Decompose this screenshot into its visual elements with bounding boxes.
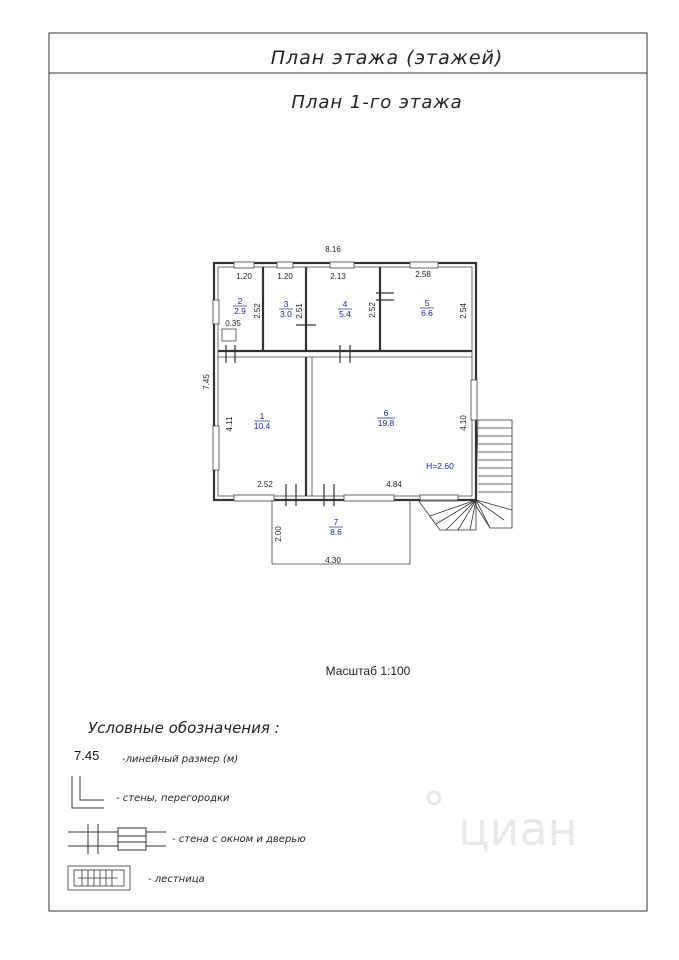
window — [409, 261, 439, 269]
dim-room4-width: 2.13 — [330, 272, 346, 281]
scale-label: Масштаб 1:100 — [326, 664, 411, 678]
window — [343, 494, 395, 502]
svg-text:19.8: 19.8 — [378, 418, 395, 428]
svg-text:7: 7 — [334, 517, 339, 527]
svg-text:циан: циан — [458, 802, 577, 856]
window — [470, 379, 478, 421]
svg-text:6.6: 6.6 — [421, 308, 433, 318]
watermark-logo: циан — [426, 790, 578, 856]
dim-room3-depth: 2.51 — [295, 303, 304, 319]
plan-title: План 1-го этажа — [291, 92, 462, 113]
svg-text:2: 2 — [238, 296, 243, 306]
legend-stairs-desc: - лестница — [148, 874, 205, 885]
window — [233, 494, 275, 502]
room-label-1: 1 10.4 — [254, 411, 271, 431]
svg-text:5.4: 5.4 — [339, 309, 351, 319]
dim-room2-depth: 2.52 — [253, 303, 262, 319]
window — [329, 261, 355, 269]
dim-porch-depth: 2.00 — [274, 526, 283, 542]
window — [419, 494, 459, 502]
header-title: План этажа (этажей) — [271, 47, 504, 69]
dim-room5-width: 2.58 — [415, 270, 431, 279]
window — [233, 261, 255, 269]
window — [212, 299, 220, 325]
legend-wall-symbol — [71, 776, 104, 809]
svg-text:3.0: 3.0 — [280, 309, 292, 319]
stairs-icon — [417, 419, 513, 531]
svg-text:8.6: 8.6 — [330, 527, 342, 537]
dim-room3-width: 1.20 — [277, 272, 293, 281]
legend-stairs-symbol — [67, 865, 131, 891]
legend-window-door-symbol — [68, 824, 166, 854]
legend-window-door-desc: - стена с окном и дверью — [172, 834, 306, 845]
sheet-frame — [48, 32, 648, 912]
svg-text:6: 6 — [384, 408, 389, 418]
legend-dimension-sample: 7.45 — [74, 748, 99, 763]
dim-room1-width: 2.52 — [257, 480, 273, 489]
window — [212, 425, 220, 471]
svg-text:10.4: 10.4 — [254, 421, 271, 431]
room-label-2: 2 2.9 — [233, 296, 247, 316]
svg-text:3: 3 — [284, 299, 289, 309]
room-label-4: 4 5.4 — [338, 299, 352, 319]
legend-title: Условные обозначения : — [88, 719, 280, 737]
dim-room6-depth: 4.10 — [459, 415, 468, 431]
svg-text:4: 4 — [343, 299, 348, 309]
svg-text:5: 5 — [425, 298, 430, 308]
room-label-5: 5 6.6 — [420, 298, 434, 318]
utility-box — [221, 328, 237, 342]
plan-drawing: 8.16 1.20 1.20 2.13 2.58 2.52 2.51 2.52 … — [202, 245, 513, 565]
ceiling-height: H=2.60 — [426, 461, 454, 471]
room-label-3: 3 3.0 — [279, 299, 293, 319]
legend-walls-desc: - стены, перегородки — [116, 793, 230, 804]
svg-text:1: 1 — [260, 411, 265, 421]
dim-overall-width: 8.16 — [325, 245, 341, 254]
door-marks — [225, 292, 394, 506]
dim-room6-width: 4.84 — [386, 480, 402, 489]
dim-room1-depth: 4.11 — [225, 416, 234, 432]
porch-outline — [271, 500, 411, 565]
dim-room5-depth: 2.54 — [459, 303, 468, 319]
dim-porch-width: 4.30 — [325, 556, 341, 565]
legend-dimension-desc: -линейный размер (м) — [122, 754, 238, 765]
svg-text:2.9: 2.9 — [234, 306, 246, 316]
dim-small-gap: 0.35 — [225, 319, 241, 328]
window — [276, 261, 294, 269]
room-label-6: 6 19.8 — [377, 408, 395, 428]
dim-room4-depth: 2.52 — [368, 302, 377, 318]
dim-overall-height: 7.45 — [202, 374, 211, 390]
dim-room2-width: 1.20 — [236, 272, 252, 281]
room-label-7: 7 8.6 — [329, 517, 343, 537]
